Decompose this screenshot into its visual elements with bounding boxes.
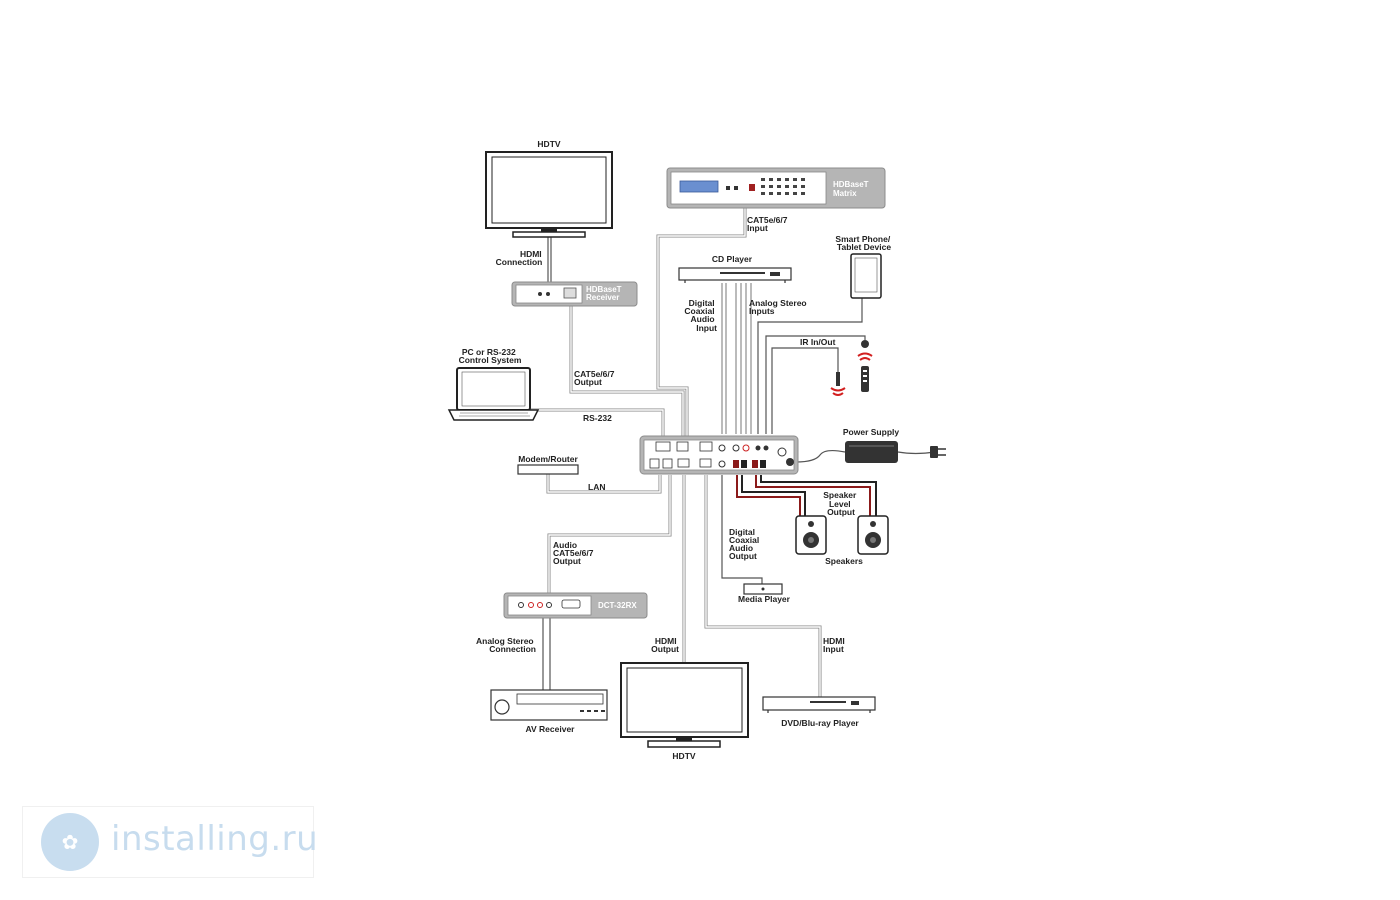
ir-in-out-label: IR In/Out	[800, 337, 836, 347]
hdbaset-receiver-label: HDBaseT Receiver	[586, 285, 624, 302]
ir-emitter-icon	[857, 340, 873, 392]
hdbaset-matrix-label: HDBaseT Matrix	[833, 180, 871, 198]
installing-logo-icon: ✿	[41, 813, 99, 871]
digital-coax-output-label: Digital Coaxial Audio Output	[729, 527, 762, 561]
digital-coax-input-label: Digital Coaxial Audio Input	[684, 298, 717, 333]
dvd-bluray-player: DVD/Blu-ray Player	[762, 696, 876, 728]
hdmi-connection-label: HDMI Connection	[496, 249, 544, 267]
analog-stereo-inputs-label: Analog Stereo Inputs	[749, 298, 809, 316]
power-supply: Power Supply	[843, 427, 946, 463]
cat-output-label: CAT5e/6/7 Output	[574, 369, 617, 387]
speaker-level-label: Speaker Level Output	[823, 490, 858, 517]
smart-phone-label: Smart Phone/ Tablet Device	[835, 234, 892, 252]
rs232-label: RS-232	[583, 413, 612, 423]
ir-receiver-icon	[830, 372, 846, 396]
dvd-player-label: DVD/Blu-ray Player	[781, 718, 859, 728]
av-receiver-label: AV Receiver	[526, 724, 576, 734]
audio-cat-output-label: Audio CAT5e/6/7 Output	[553, 540, 596, 566]
analog-stereo-connection-label: Analog Stereo Connection	[476, 636, 536, 654]
watermark-text: installing.ru	[111, 819, 319, 859]
watermark: ✿ installing.ru	[22, 806, 318, 878]
hdmi-input-label: HDMI Input	[823, 636, 847, 654]
hdtv-bottom: HDTV	[620, 662, 749, 761]
power-supply-label: Power Supply	[843, 427, 899, 437]
hdtv-top-label: HDTV	[537, 139, 560, 149]
main-unit	[639, 435, 799, 475]
smart-phone-tablet: Smart Phone/ Tablet Device	[835, 234, 892, 299]
cables	[530, 208, 936, 697]
speaker-right	[857, 515, 889, 555]
dct-32rx-label: DCT-32RX	[598, 601, 637, 610]
modem-router: Modem/Router	[517, 454, 579, 475]
hdtv-top: HDTV	[485, 139, 613, 238]
pc-laptop: PC or RS-232 Control System	[447, 347, 540, 421]
modem-router-label: Modem/Router	[518, 454, 578, 464]
media-player: Media Player	[738, 583, 791, 604]
cat-input-label: CAT5e/6/7 Input	[747, 215, 790, 233]
av-receiver: AV Receiver	[490, 689, 608, 734]
speaker-left	[795, 515, 827, 555]
matrix-buttons	[761, 178, 805, 195]
speakers-label: Speakers	[825, 556, 863, 566]
pc-control-label: PC or RS-232 Control System	[459, 347, 522, 365]
hdbaset-receiver: HDBaseT Receiver	[511, 281, 638, 307]
hdbaset-matrix: HDBaseT Matrix	[666, 167, 886, 209]
cd-player: CD Player	[678, 254, 792, 283]
media-player-label: Media Player	[738, 594, 791, 604]
hdtv-bottom-label: HDTV	[672, 751, 695, 761]
dct-32rx: DCT-32RX	[503, 592, 648, 619]
hdmi-output-label: HDMI Output	[651, 636, 679, 654]
cd-player-label: CD Player	[712, 254, 753, 264]
lan-label: LAN	[588, 482, 605, 492]
